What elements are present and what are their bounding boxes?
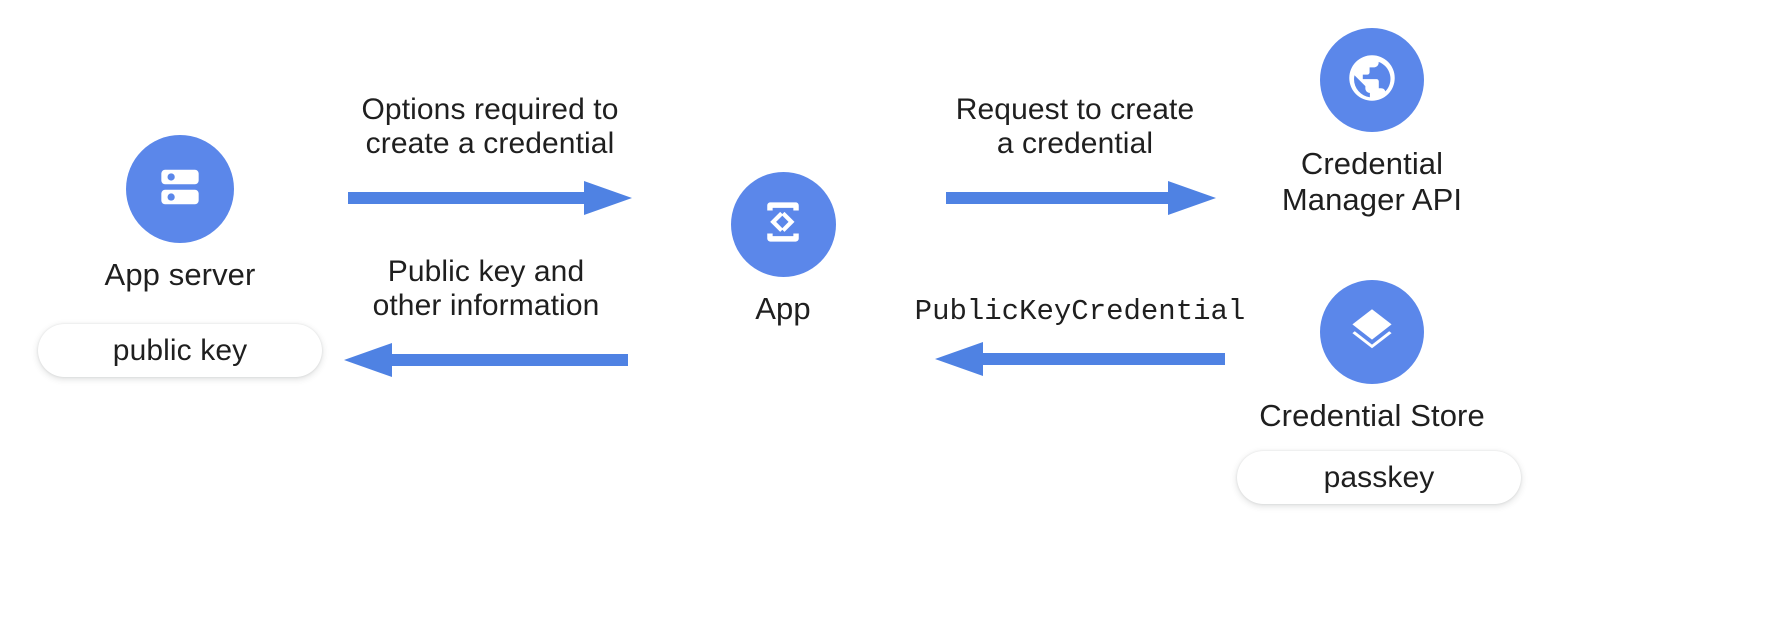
passkey-pill-label: passkey bbox=[1323, 460, 1435, 494]
node-credential-store: Credential Store bbox=[1252, 280, 1492, 434]
node-credential-store-label: Credential Store bbox=[1259, 398, 1485, 433]
arrow-right-icon bbox=[946, 181, 1216, 216]
arrow-app-to-api-caption: Request to create a credential bbox=[955, 93, 1195, 161]
layers-icon bbox=[1344, 302, 1400, 363]
arrow-right-icon bbox=[348, 181, 632, 216]
arrow-app-to-server-caption: Public key and other information bbox=[372, 255, 600, 323]
arrow-store-to-app: PublicKeyCredential bbox=[915, 295, 1245, 378]
node-app-server: App server bbox=[60, 135, 300, 293]
node-app-label: App bbox=[755, 291, 811, 326]
node-credential-manager-api-label: Credential Manager API bbox=[1281, 146, 1463, 217]
node-app: App bbox=[693, 172, 873, 327]
arrow-app-to-api: Request to create a credential bbox=[925, 93, 1225, 217]
public-key-pill: public key bbox=[38, 324, 322, 377]
arrow-app-to-server: Public key and other information bbox=[336, 255, 636, 379]
arrow-server-to-app-caption: Options required to create a credential bbox=[361, 93, 619, 161]
arrow-store-to-app-caption: PublicKeyCredential bbox=[914, 295, 1246, 328]
app-server-circle bbox=[126, 135, 234, 243]
mobile-code-icon bbox=[756, 195, 810, 254]
node-credential-manager-api: Credential Manager API bbox=[1252, 28, 1492, 218]
passkey-pill: passkey bbox=[1237, 451, 1521, 504]
credential-store-circle bbox=[1320, 280, 1424, 384]
arrow-server-to-app: Options required to create a credential bbox=[340, 93, 640, 217]
node-app-server-label: App server bbox=[104, 257, 256, 292]
app-circle bbox=[730, 172, 836, 277]
arrow-left-icon bbox=[935, 342, 1225, 377]
server-icon bbox=[152, 159, 208, 220]
globe-public-icon bbox=[1343, 49, 1401, 112]
arrow-left-icon bbox=[344, 343, 628, 378]
public-key-pill-label: public key bbox=[112, 333, 248, 367]
credential-manager-api-circle bbox=[1320, 28, 1424, 132]
